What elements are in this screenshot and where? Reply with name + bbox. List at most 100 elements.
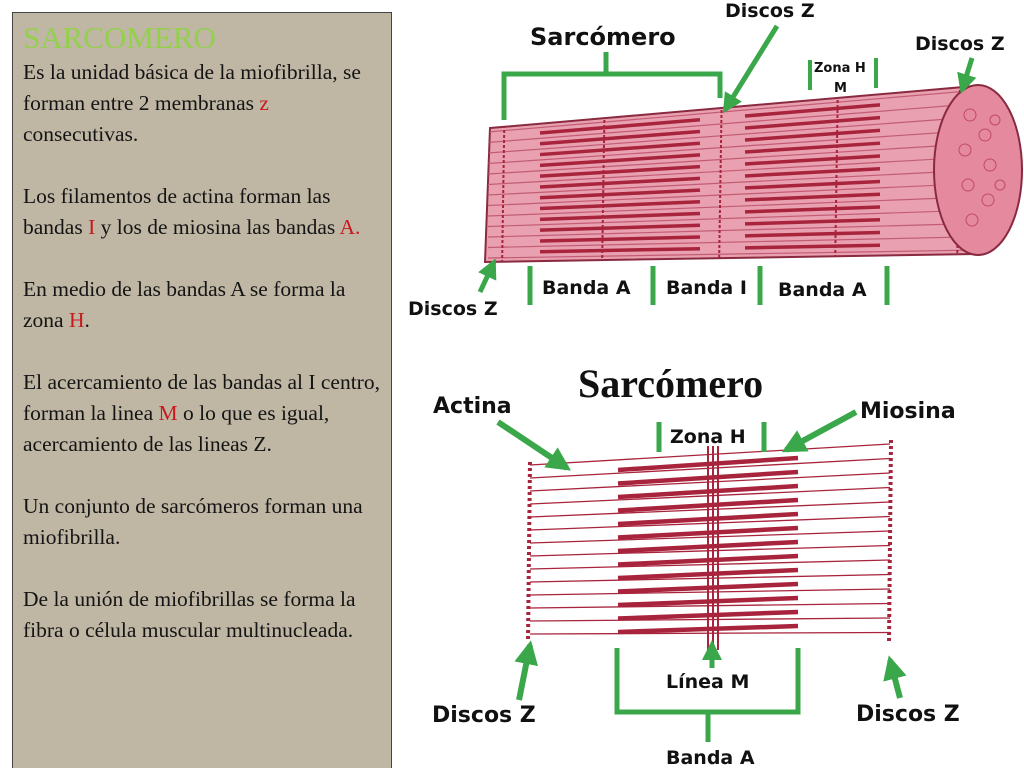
- text-run: consecutivas.: [23, 122, 139, 146]
- label-discos-z-left: Discos Z: [408, 298, 498, 320]
- actin-filament: [529, 530, 891, 544]
- text-panel: SARCOMERO Es la unidad básica de la miof…: [12, 12, 392, 768]
- label-sarcomero-top: Sarcómero: [530, 23, 676, 51]
- actin-filament: [529, 602, 891, 609]
- actin-filament: [529, 631, 891, 635]
- myosin-band-line: [539, 223, 701, 232]
- arrow-discos-z-right: [957, 57, 977, 94]
- myosin-band-line: [744, 154, 881, 166]
- fiber-filament-line: [487, 129, 975, 165]
- fiber-filament-line: [487, 182, 975, 207]
- text-run: .: [84, 308, 90, 332]
- paragraph-filaments: Los filamentos de actina forman las band…: [23, 181, 381, 243]
- label-banda-a-1: Banda A: [542, 277, 631, 299]
- label-actina: Actina: [433, 394, 512, 419]
- myosin-band-line: [744, 217, 881, 226]
- myosin-band-line: [744, 179, 881, 190]
- z-disc-line: [834, 86, 839, 262]
- z-disc-left: [526, 461, 532, 641]
- label-banda-a-2: Banda A: [778, 279, 867, 301]
- label-linea-m: Línea M: [666, 671, 749, 693]
- z-disc-line: [718, 86, 723, 262]
- actin-filament: [529, 515, 891, 531]
- text-run: Es la unidad básica de la miofibrilla, s…: [23, 60, 361, 115]
- paragraph-linea-m: El acercamiento de las bandas al I centr…: [23, 367, 381, 460]
- paragraph-miofibrilla: Un conjunto de sarcómeros forman una mio…: [23, 491, 381, 553]
- myosin-band-line: [539, 211, 701, 222]
- fiber-filament-line: [487, 222, 975, 238]
- fiber-filament-line: [487, 116, 975, 154]
- actin-filament: [529, 617, 891, 622]
- myosin-band-line: [744, 243, 881, 250]
- actin-filament: [529, 501, 891, 518]
- sarcomero-bracket: [501, 71, 723, 120]
- arrow-discos-z-top: [722, 24, 780, 114]
- text-run: Los filamentos de actina forman las band…: [23, 184, 331, 239]
- arrow-discos-z-left: [477, 258, 497, 294]
- fiber-filament-line: [487, 156, 975, 186]
- label-discos-z-bottom-right: Discos Z: [856, 702, 960, 727]
- sarcomere-filaments: [529, 443, 891, 635]
- text-run: o lo que es igual, acercamiento de las l…: [23, 401, 330, 456]
- myosin-band-line: [539, 118, 701, 135]
- myosin-band-line: [539, 176, 701, 189]
- myosin-band-line: [539, 246, 701, 254]
- label-discos-z-bottom-left: Discos Z: [432, 703, 536, 728]
- myosin-band-line: [539, 129, 701, 146]
- myosin-band-line: [539, 200, 701, 211]
- actin-filament: [529, 573, 891, 583]
- fiber-filaments: [487, 86, 975, 262]
- myosin-band-line: [744, 103, 881, 118]
- paragraph-zona-h: En medio de las bandas A se forma la zon…: [23, 274, 381, 336]
- arrow-discos-z-bottom-left: [514, 640, 539, 701]
- fiber-filament-line: [487, 196, 975, 217]
- top-fiber-diagram: Sarcómero Discos Z Zona H M Discos Z Dis…: [408, 0, 1023, 320]
- label-m-top: M: [834, 81, 847, 96]
- text-run: En medio de las bandas A se forma la zon…: [23, 277, 346, 332]
- highlight-a: A.: [339, 215, 361, 239]
- myosin-band-line: [539, 188, 701, 200]
- text-run: y los de miosina las bandas: [95, 215, 340, 239]
- sarcomere-diagram: Sarcómero Discos Z Zona H M Discos Z Dis…: [408, 0, 1023, 768]
- label-sarcomero-title: Sarcómero: [578, 361, 763, 406]
- text-run: Un conjunto de sarcómeros forman una mio…: [23, 494, 363, 549]
- myosin-band-line: [744, 205, 881, 214]
- label-zona-h-top: Zona H: [814, 61, 866, 76]
- fiber-filament-line: [487, 142, 975, 175]
- paragraph-fibra: De la unión de miofibrillas se forma la …: [23, 584, 381, 646]
- paragraph-definition: Es la unidad básica de la miofibrilla, s…: [23, 57, 381, 150]
- text-run: El acercamiento de las bandas al I centr…: [23, 370, 380, 425]
- myosin-band-line: [744, 115, 881, 130]
- myosin-band-line: [539, 153, 701, 168]
- highlight-z: z: [259, 91, 269, 115]
- arrow-actina: [496, 419, 571, 471]
- band-ticks: [527, 266, 890, 305]
- z-disc-right: [887, 439, 893, 643]
- label-discos-z-right: Discos Z: [915, 33, 1005, 55]
- label-zona-h-bottom: Zona H: [670, 426, 746, 448]
- myosin-band-line: [539, 141, 701, 157]
- label-discos-z-top: Discos Z: [725, 0, 815, 22]
- myosin-band-line: [744, 166, 881, 178]
- fiber-filament-line: [487, 209, 975, 228]
- fiber-filament-line: [487, 249, 975, 259]
- arrow-miosina: [781, 409, 858, 453]
- bottom-sarcomere-diagram: Sarcómero Actina Miosina Zona H Línea M …: [432, 361, 960, 768]
- fiber-cross-section: [933, 84, 1023, 256]
- myosin-band-line: [744, 141, 881, 154]
- myosin-band-line: [539, 235, 701, 243]
- myosin-band-line: [744, 192, 881, 202]
- label-miosina: Miosina: [860, 399, 956, 424]
- actin-filament: [529, 472, 891, 492]
- actin-filament: [529, 559, 891, 570]
- arrow-discos-z-bottom-right: [883, 655, 907, 699]
- actin-filament: [529, 588, 891, 596]
- actin-filament: [529, 443, 891, 466]
- highlight-m: M: [158, 401, 178, 425]
- myosin-band-line: [744, 230, 881, 238]
- panel-title: SARCOMERO: [23, 20, 216, 55]
- actin-filament: [529, 544, 891, 557]
- cross-section-texture: [958, 108, 1006, 227]
- text-run: De la unión de miofibrillas se forma la …: [23, 587, 356, 642]
- label-banda-i: Banda I: [666, 277, 747, 299]
